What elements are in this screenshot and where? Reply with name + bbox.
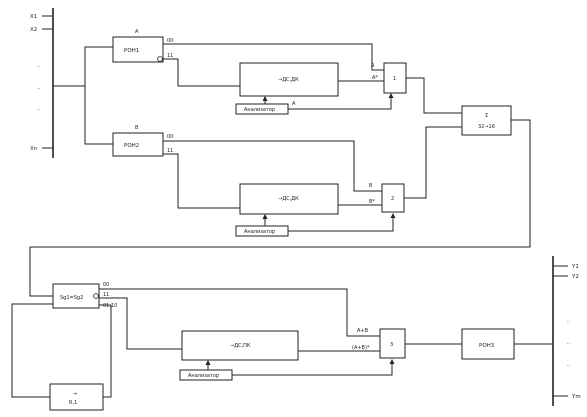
input-dots-2: .. [37, 85, 41, 91]
analyzer2-to-mux2-arrow [390, 213, 396, 218]
mux3-apb-label: A+B [357, 328, 369, 334]
analyzer1-a-label: A [292, 101, 296, 107]
mux1-to-sum-wire [406, 77, 462, 114]
conv3-label: →ДС,ПК [230, 343, 251, 349]
output-y1-label: Y1 [571, 264, 579, 270]
analyzer2-to-mux2-wire [288, 217, 394, 232]
analyzer3-label: Анализатор [188, 373, 219, 379]
pon2-block [112, 132, 164, 157]
output-dots-3: .. [567, 362, 571, 368]
mux2-to-sum-wire [404, 126, 462, 199]
pon1-block [112, 36, 164, 63]
input-dots-1: .. [37, 63, 41, 69]
sg-11-label: 11 [103, 292, 109, 298]
shift-arrow-label: ⇒ [73, 391, 77, 397]
output-y2-label: Y2 [571, 274, 579, 280]
mux1-a-label: A [371, 63, 375, 69]
analyzer1-to-conv1-arrow [262, 96, 268, 101]
analyzer2-to-conv2-arrow [262, 214, 268, 219]
pon1-inverted-port [157, 56, 163, 62]
analyzer1-label: Анализатор [244, 107, 275, 113]
sg-00-to-mux3-wire [99, 288, 380, 337]
pon1-00-label: 00 [167, 38, 173, 44]
input-x1-label: X1 [30, 14, 37, 20]
pon2-00-label: 00 [167, 134, 173, 140]
sum-to-sg-wire [29, 119, 531, 297]
sg-11-to-conv3-wire [99, 297, 182, 350]
sg-compare-block [52, 283, 100, 309]
sg-compare-label: Sg1=Sg2 [60, 295, 83, 301]
pon1-top-label: A [135, 29, 139, 35]
shift-feedback-wire [11, 303, 53, 398]
mux2-b-label: B [369, 183, 373, 189]
pon2-top-label: B [135, 125, 139, 131]
pon2-label: РОН2 [124, 143, 139, 149]
shift-block [49, 383, 104, 411]
pon1-11-label: 11 [167, 53, 173, 59]
sum-block [461, 105, 512, 136]
analyzer1-to-mux1-wire [288, 96, 392, 110]
sum-width-label: 32→16 [478, 124, 495, 130]
input-x2-label: X2 [30, 27, 37, 33]
sg-0110-label: 01,10 [103, 303, 117, 309]
mux1-a-star-label: A* [372, 75, 378, 81]
conv2-block [239, 183, 339, 215]
bus-to-pon1-wire [53, 46, 113, 87]
sum-symbol: Σ [485, 113, 488, 119]
mux2-b-star-label: B* [369, 199, 375, 205]
sg-0110-to-shift-wire [99, 304, 112, 398]
conv1-block [239, 62, 339, 97]
pon2-11-label: 11 [167, 148, 173, 154]
output-dots-2: .. [567, 340, 571, 346]
output-dots-1: .. [567, 318, 571, 324]
analyzer1-to-mux1-arrow [388, 93, 394, 98]
shift-r1-label: R,1 [69, 400, 77, 406]
conv3-block [181, 330, 299, 361]
pon2-11-to-conv2-wire [163, 153, 240, 209]
pon1-11-to-conv1-wire [163, 58, 240, 87]
pon2-00-to-mux2-wire [163, 140, 382, 192]
input-xn-label: Xn [30, 146, 38, 152]
output-ym-label: Ym [571, 394, 581, 400]
pon1-label: РОН1 [124, 48, 139, 54]
sg-inverted-port [93, 293, 99, 299]
pon3-label: РОН3 [479, 343, 495, 349]
conv1-label: →ДС,ДК [278, 77, 299, 83]
mux3-apb-star-label: (A+B)* [352, 345, 370, 351]
analyzer2-label: Анализатор [244, 229, 275, 235]
mux1-label: 1 [393, 76, 396, 82]
mux3-block [379, 328, 406, 359]
mux2-label: 2 [391, 196, 394, 202]
sg-00-label: 00 [103, 282, 109, 288]
mux3-label: 3 [390, 342, 393, 348]
analyzer3-to-mux3-wire [232, 363, 393, 376]
analyzer3-to-conv3-arrow [205, 360, 211, 365]
pon3-block [461, 328, 515, 360]
input-dots-3: .. [37, 106, 41, 112]
bus-to-pon2-wire [84, 86, 113, 145]
pon1-00-to-mux1-wire [163, 43, 384, 71]
analyzer3-to-mux3-arrow [389, 359, 395, 364]
conv2-label: →ДС,ДК [278, 196, 299, 202]
